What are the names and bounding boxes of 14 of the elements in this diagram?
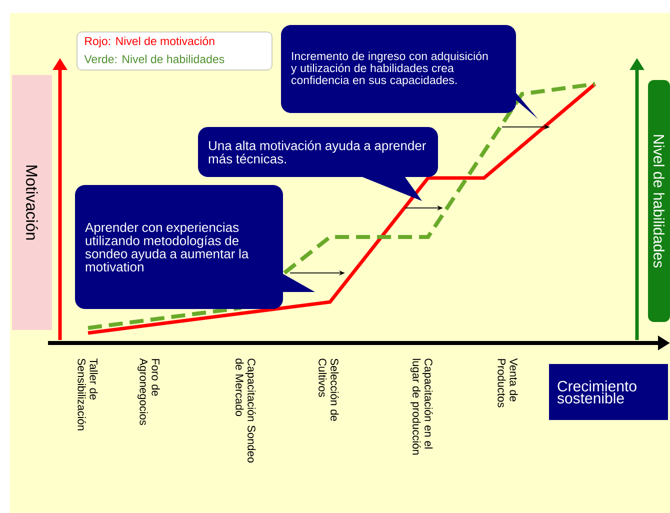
stage-label: Selección de Cultivos <box>318 358 339 421</box>
legend-entry: Rojo: Nivel de motivación <box>85 36 214 48</box>
speech-bubble: Una alta motivación ayuda a aprender más técnicas. <box>198 126 438 201</box>
legend-entry: Verde: Nivel de habilidades <box>84 54 224 64</box>
axis-title-band: Motivación <box>12 75 52 330</box>
stage-label: Capacitación en el lugar de producción <box>410 358 433 455</box>
axis-title-band: Nivel de habilidades <box>648 80 670 322</box>
stage-label: Taller de Sensibilización <box>78 358 98 430</box>
outcome-box: Crecimiento sostenible <box>549 364 668 420</box>
speech-bubble: Aprender con experiencias utilizando metodologías de sondeo ayuda a aumentar la motivation <box>75 185 315 309</box>
speech-bubble: Incremento de ingreso con adquisición y utilización de habilidades crea confidencia en sus capacidades. <box>281 25 538 119</box>
stage-label: Capacitación Sondeo de Mercado <box>236 358 256 463</box>
stage-label: Venta de Productos <box>498 358 518 408</box>
stage-label: Foro de Agronegocios <box>138 358 160 426</box>
